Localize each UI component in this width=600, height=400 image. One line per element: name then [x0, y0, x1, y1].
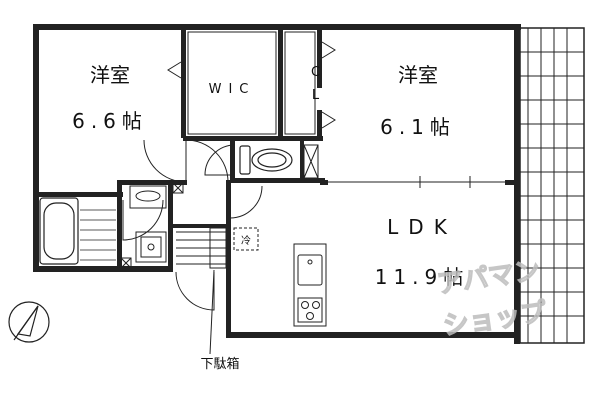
bath-floor [80, 209, 116, 261]
room-size-ldk: 11.9帖 [375, 265, 470, 289]
washbasin-icon [129, 185, 167, 209]
pipe-shafts [120, 144, 319, 269]
cl-letters: CL [277, 65, 323, 99]
room-name-ldk: LDK [387, 215, 457, 239]
room-name-western-right: 洋室 [398, 63, 438, 87]
room-name-wic: WIC [209, 82, 256, 97]
stove-icon [297, 297, 323, 323]
balcony [519, 27, 585, 344]
fridge-label: 冷 [241, 234, 251, 247]
shoe-cabinet-label: 下駄箱 [200, 356, 239, 372]
interior-lines [35, 31, 519, 290]
watermark-line-1: アパマン [435, 256, 542, 300]
fridge-space [233, 227, 259, 251]
shoe-cabinet-leader [209, 269, 215, 355]
kitchen-sink-icon [297, 254, 323, 286]
north-arrow-icon [8, 301, 50, 343]
kitchen-counter [293, 243, 327, 327]
watermark-logo: アパマン ショップ [435, 255, 550, 342]
door-swings [122, 41, 336, 311]
room-name-western-left: 洋室 [90, 63, 130, 87]
room-size-western-right: 6.1帖 [380, 115, 456, 139]
room-name-cl: CL [277, 65, 323, 99]
washing-machine-pan [135, 231, 167, 263]
toilet-icon [239, 145, 293, 175]
room-size-western-left: 6.6帖 [72, 109, 148, 133]
bathtub-icon [39, 197, 79, 265]
